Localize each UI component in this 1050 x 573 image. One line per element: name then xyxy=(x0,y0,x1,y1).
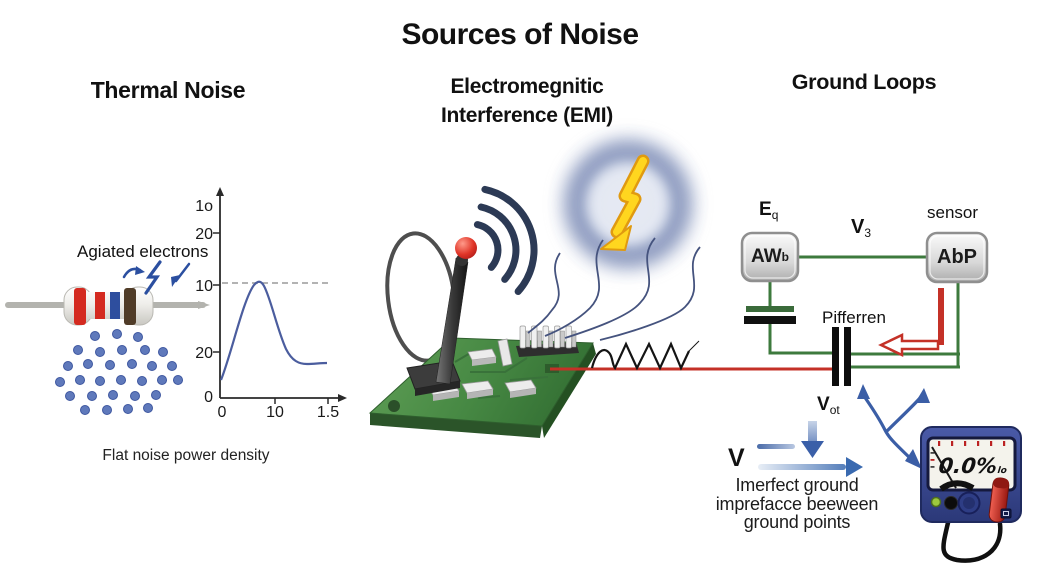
vout-label: Vot xyxy=(817,394,840,417)
red-stub xyxy=(938,288,944,345)
current-arrow xyxy=(878,333,940,357)
v3-main: V xyxy=(851,216,865,238)
abp-box-label: AbP xyxy=(937,246,977,268)
v-arrows xyxy=(757,444,863,477)
page-title: Sources of Noise xyxy=(401,18,639,51)
small-lightning-icon xyxy=(144,260,162,295)
v3-label: V3 xyxy=(851,216,871,240)
y-tick: 20 xyxy=(195,226,213,243)
x-tick: 1.5 xyxy=(317,404,339,421)
meter-reading-sub: lo xyxy=(996,466,1008,476)
emi-heading: Electromegnitic Interference (EMI) xyxy=(402,72,652,130)
box-abp xyxy=(925,231,989,284)
eq-sub: q xyxy=(771,208,779,222)
sensor-label: sensor xyxy=(927,203,979,222)
emi-wavy-lines xyxy=(527,237,701,341)
vout-down-arrow xyxy=(801,421,824,458)
pin-header xyxy=(516,325,579,357)
shunt-capacitor xyxy=(744,306,796,324)
y-tick: 1o xyxy=(195,198,213,215)
x-tick: 10 xyxy=(266,404,284,421)
noise-density-graph: 1o 20 10 20 0 0 10 1.5 xyxy=(195,187,347,421)
antenna xyxy=(406,237,477,396)
ground-loop-circuit xyxy=(740,231,989,386)
electrons-label: Agiated electrons xyxy=(77,242,209,261)
meter-pointer-arrow xyxy=(857,384,930,469)
series-capacitor xyxy=(832,327,851,386)
meter-led xyxy=(930,496,942,508)
pifferren-label: Pifferren xyxy=(822,308,886,327)
emi-heading-line1: Electromegnitic xyxy=(450,75,604,98)
eq-main: E xyxy=(759,199,772,220)
v-label: V xyxy=(728,444,745,472)
vout-sub: ot xyxy=(829,403,840,417)
aw-sub: b xyxy=(781,250,789,264)
meter-badge-icon xyxy=(1000,508,1012,519)
resistor-illustration xyxy=(5,286,210,326)
x-tick: 0 xyxy=(218,404,227,421)
ground-caption: Imerfect ground imprefacce beeween groun… xyxy=(692,476,902,532)
wifi-signal-icon xyxy=(473,185,538,295)
green-wires xyxy=(768,255,960,369)
ground-caption-line2: imprefacce beeween xyxy=(715,493,879,514)
eq-label: Eq xyxy=(759,199,778,222)
meter-reading-value: 0.0% xyxy=(937,454,999,478)
aw-main: AW xyxy=(751,246,782,267)
thermal-heading: Thermal Noise xyxy=(90,77,246,103)
emi-heading-line2: Interference (EMI) xyxy=(441,104,613,127)
ground-caption-line1: Imerfect ground xyxy=(735,475,859,495)
graph-caption: Flat noise power density xyxy=(102,447,270,464)
electron-dots xyxy=(55,329,183,415)
ground-heading: Ground Loops xyxy=(791,70,937,94)
meter-reading: 0.0%lo xyxy=(932,447,1014,485)
noise-curve xyxy=(219,280,328,381)
pcb-board xyxy=(368,325,596,438)
antenna-ball xyxy=(455,237,477,259)
emi-cloud xyxy=(564,140,692,268)
y-tick: 0 xyxy=(204,389,213,406)
y-tick: 20 xyxy=(195,345,213,362)
multimeter xyxy=(920,426,1022,563)
probe-cable xyxy=(941,506,1003,563)
box-aw xyxy=(740,231,800,283)
lightning-bolt-icon xyxy=(600,154,650,251)
agitation-arrows xyxy=(122,260,191,295)
sawtooth-noise-icon xyxy=(590,340,700,371)
ground-caption-line3: ground points xyxy=(743,512,851,532)
meter-port xyxy=(944,496,958,510)
vout-main: V xyxy=(817,394,830,415)
v3-sub: 3 xyxy=(864,226,872,240)
y-tick: 10 xyxy=(195,278,213,295)
